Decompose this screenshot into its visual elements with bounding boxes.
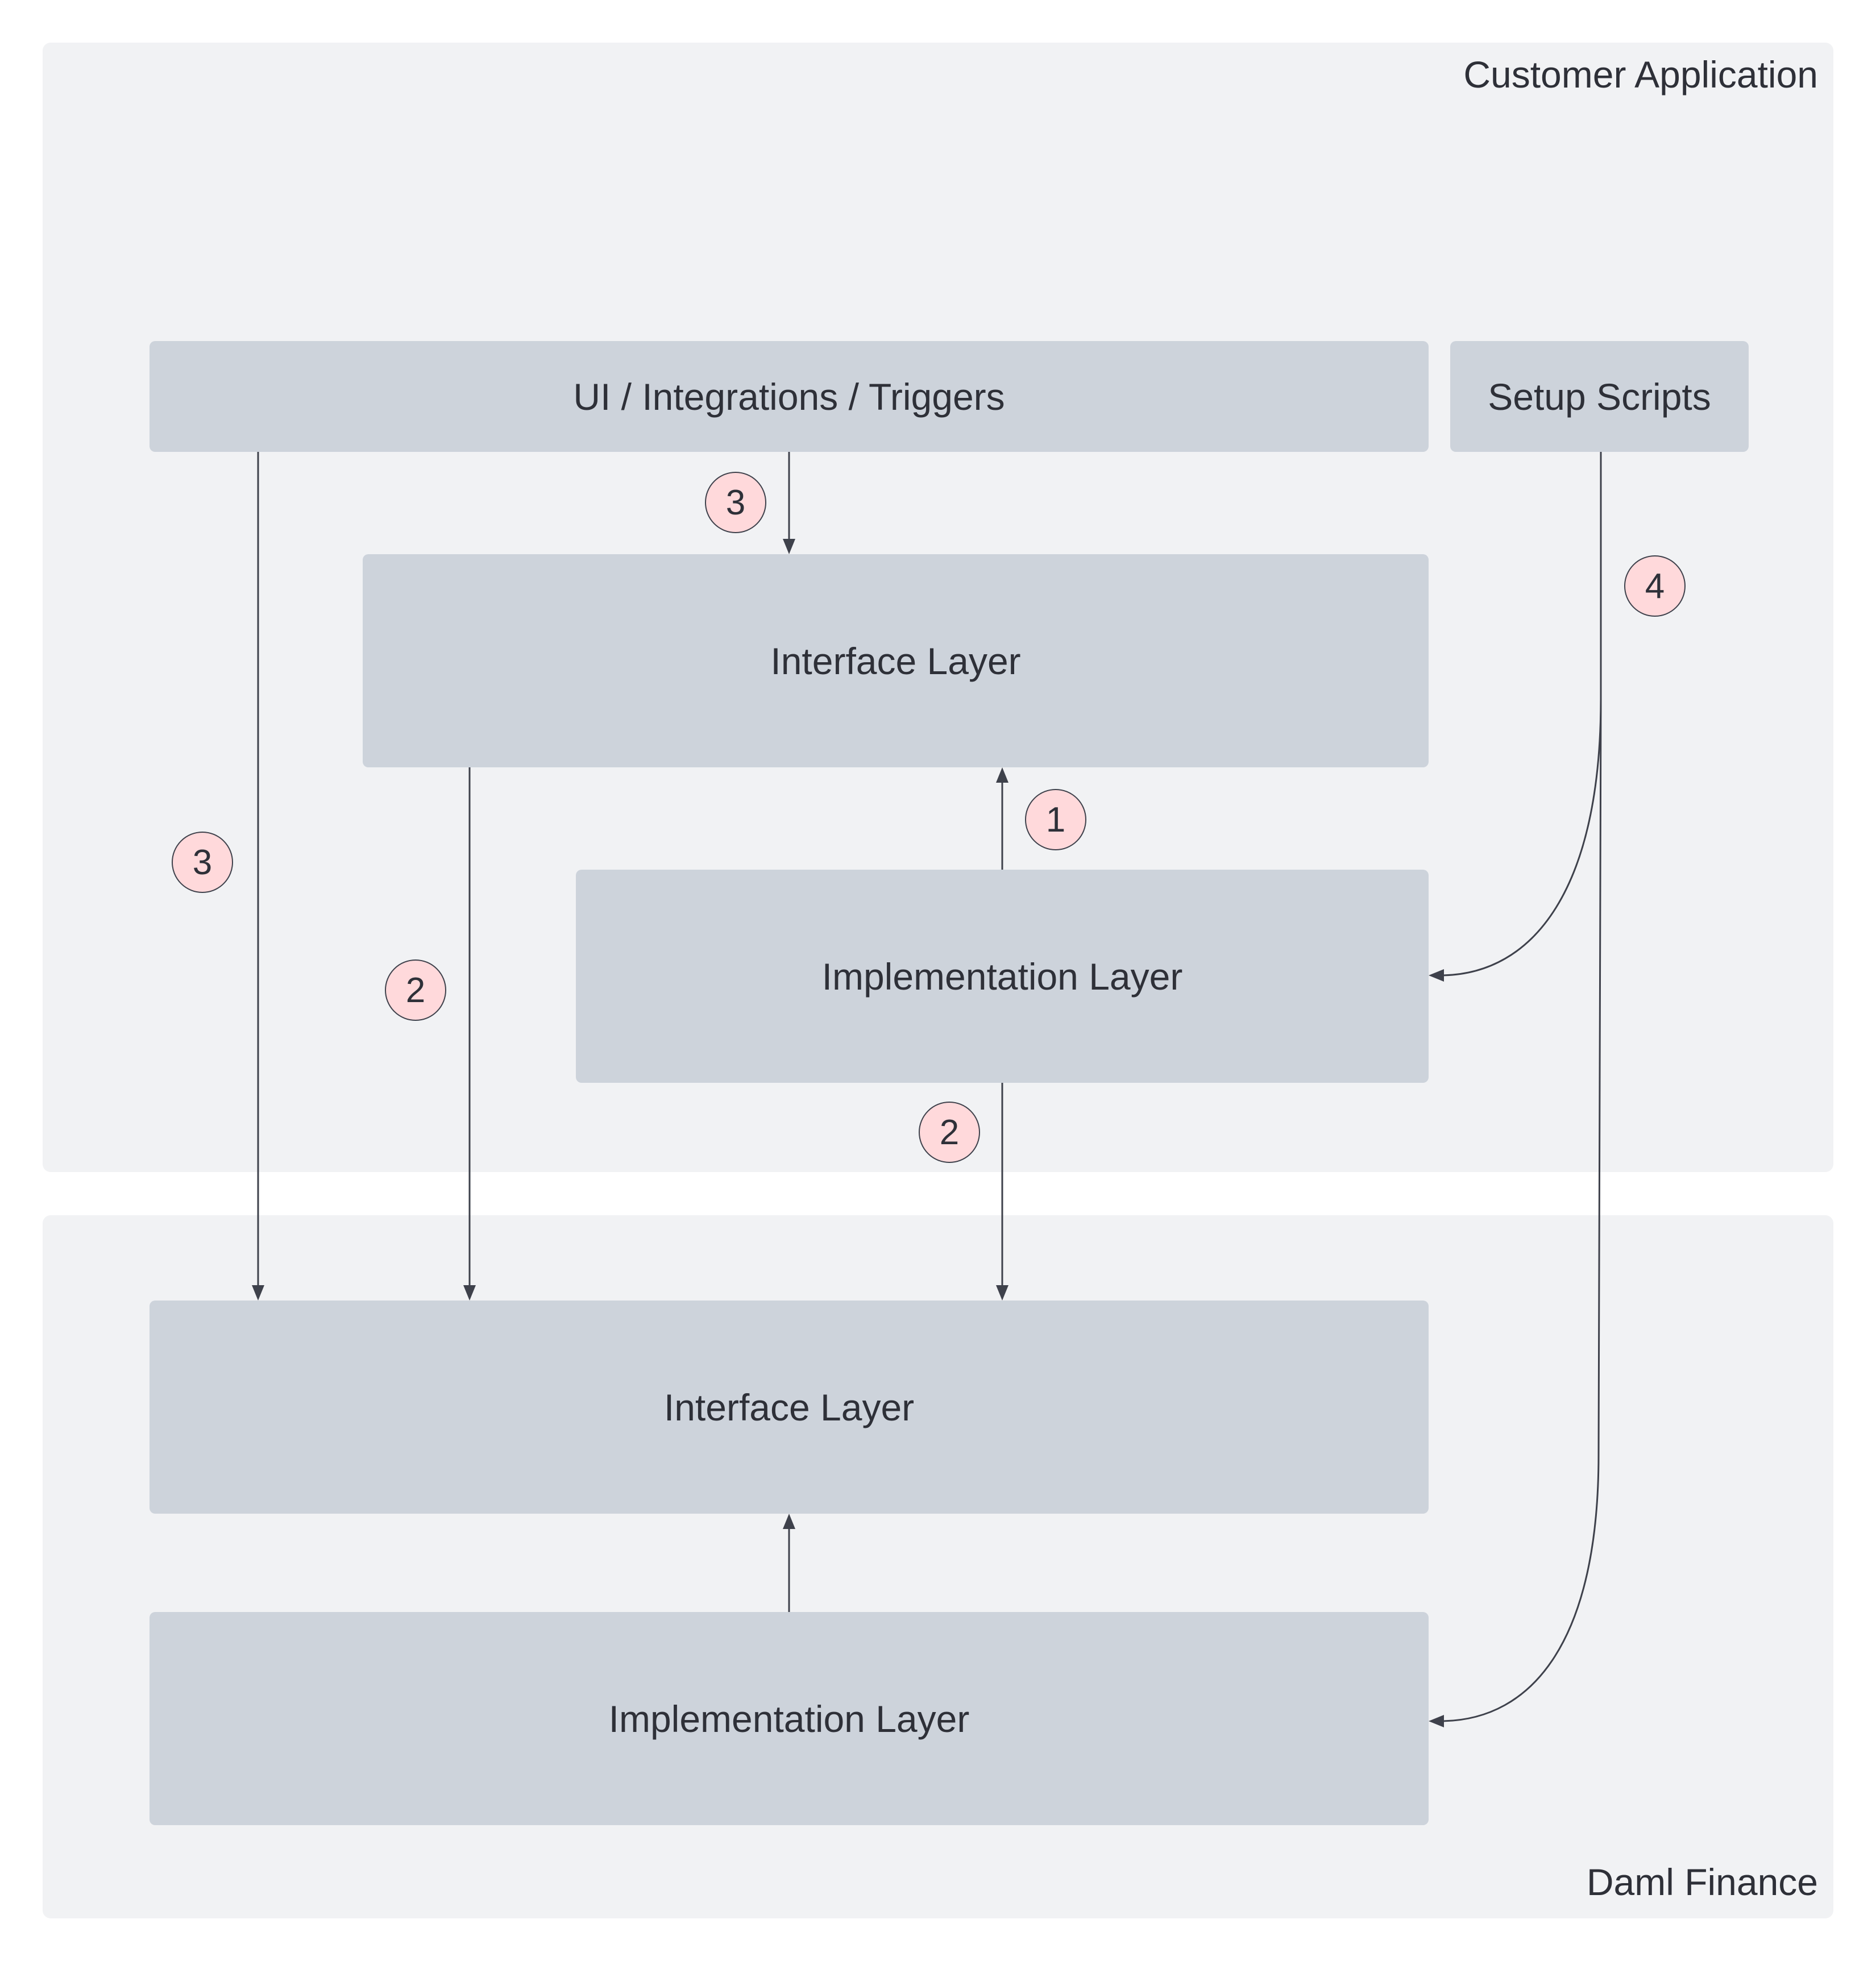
customer-implementation-layer-block: Implementation Layer (576, 870, 1429, 1083)
daml-finance-label: Daml Finance (1586, 1861, 1818, 1903)
setup-scripts-block: Setup Scripts (1450, 341, 1749, 452)
customer-interface-layer-block: Interface Layer (363, 554, 1429, 767)
step-badge-implementation-to-daml-interface: 2 (919, 1102, 980, 1163)
step-badge-ui-to-interface: 3 (705, 472, 766, 533)
customer-application-label: Customer Application (1463, 53, 1818, 95)
step-badge-interface-to-daml-interface: 2 (385, 959, 446, 1021)
step-badge-ui-to-daml-interface: 3 (172, 832, 233, 893)
daml-implementation-layer-block: Implementation Layer (150, 1612, 1429, 1825)
ui-integrations-triggers-block: UI / Integrations / Triggers (150, 341, 1429, 452)
step-badge-implementation-to-interface: 1 (1025, 789, 1086, 850)
daml-interface-layer-block: Interface Layer (150, 1301, 1429, 1514)
step-badge-setup-scripts: 4 (1624, 555, 1686, 617)
